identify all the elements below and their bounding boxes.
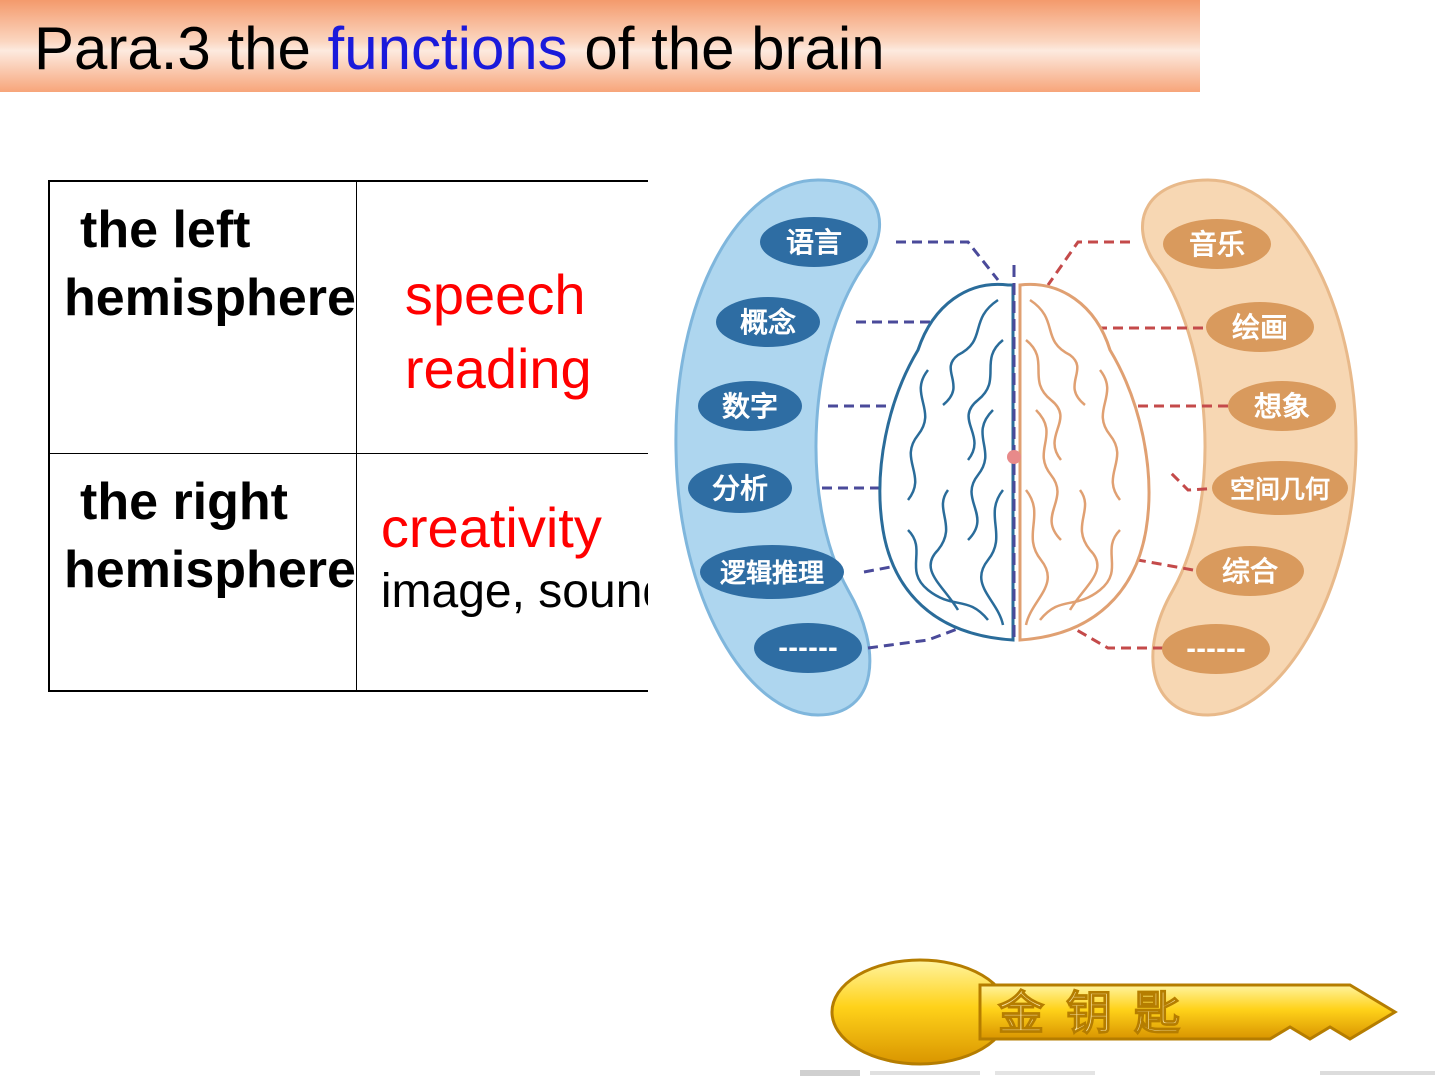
brain-right-half	[1018, 282, 1151, 642]
svg-text:音乐: 音乐	[1189, 228, 1245, 261]
watermark-strip	[800, 1070, 1435, 1076]
right-hemisphere-cell: the right hemisphere	[48, 452, 357, 692]
svg-text:金钥匙: 金钥匙	[997, 986, 1202, 1040]
right-pill-5: 综合	[1196, 546, 1304, 596]
left-func-line2: reading	[404, 337, 592, 400]
right-func-line2: image, sound	[380, 564, 648, 618]
left-functions-cell: speech reading	[355, 180, 648, 454]
left-label-line2: hemisphere	[64, 269, 356, 327]
svg-text:语言: 语言	[786, 226, 842, 259]
left-label-line1: the left	[80, 201, 251, 259]
right-func-line1: creativity	[380, 495, 602, 559]
left-pill-5: 逻辑推理	[700, 545, 844, 599]
right-label-line1: the right	[80, 472, 288, 531]
title-highlight: functions	[327, 15, 568, 82]
title-banner: Para.3 the functions of the brain	[0, 0, 1200, 92]
left-pill-2: 概念	[716, 297, 820, 347]
right-pill-4: 空间几何	[1212, 461, 1348, 515]
left-pill-3: 数字	[698, 381, 802, 431]
left-pill-1: 语言	[760, 217, 868, 267]
table-viewport: the left hemisphere speech reading the r…	[0, 0, 648, 1080]
left-label-pills: 语言 概念 数字 分析 逻辑推理 ------	[688, 217, 868, 673]
right-pill-6: ------	[1162, 624, 1270, 674]
svg-text:绘画: 绘画	[1232, 311, 1288, 344]
right-label-line2: hemisphere	[64, 540, 356, 599]
table-row-right: the right hemisphere creativity image, s…	[48, 452, 648, 692]
functions-table: the left hemisphere speech reading the r…	[48, 180, 648, 692]
left-pill-4: 分析	[688, 463, 792, 513]
left-pill-6: ------	[754, 623, 862, 673]
brain-hemispheres-diagram: 语言 概念 数字 分析 逻辑推理 ------ 音乐 绘画	[674, 178, 1358, 717]
center-dot	[1007, 450, 1021, 464]
right-functions-cell: creativity image, sound	[355, 452, 648, 692]
svg-text:------: ------	[1186, 635, 1246, 663]
left-hemisphere-cell: the left hemisphere	[48, 180, 357, 454]
svg-text:空间几何: 空间几何	[1230, 475, 1330, 504]
right-pill-2: 绘画	[1206, 302, 1314, 352]
right-pill-1: 音乐	[1163, 219, 1271, 269]
table-row-left: the left hemisphere speech reading	[48, 180, 648, 454]
right-label-pills: 音乐 绘画 想象 空间几何 综合 ------	[1162, 219, 1348, 674]
svg-text:想象: 想象	[1254, 390, 1310, 423]
svg-text:分析: 分析	[712, 472, 768, 505]
title-suffix: of the brain	[567, 15, 885, 82]
title-prefix: Para.3 the	[34, 15, 328, 82]
brain-left-half	[878, 282, 1015, 642]
svg-text:数字: 数字	[722, 390, 778, 423]
svg-text:------: ------	[778, 634, 838, 662]
svg-text:综合: 综合	[1222, 555, 1279, 588]
right-pill-3: 想象	[1228, 381, 1336, 431]
golden-key-logo: 金钥匙	[830, 958, 1398, 1066]
left-func-line1: speech	[404, 263, 586, 326]
svg-text:逻辑推理: 逻辑推理	[720, 559, 824, 589]
svg-text:概念: 概念	[740, 306, 796, 339]
slide-title: Para.3 the functions of the brain	[34, 14, 885, 84]
